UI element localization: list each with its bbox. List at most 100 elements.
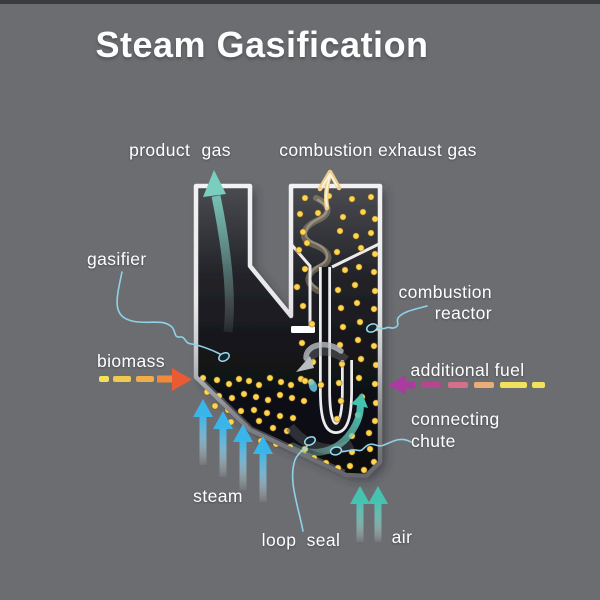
particle-dot xyxy=(355,374,363,382)
pointer-ellipse-connecting-chute xyxy=(329,446,343,456)
particle-dot xyxy=(371,417,379,425)
funnel-right-wall xyxy=(331,242,380,269)
label-biomass: biomass xyxy=(97,351,165,371)
particle-dot xyxy=(370,268,378,276)
particle-dot xyxy=(338,360,346,368)
particle-dot xyxy=(276,412,284,420)
label-loop-seal: loop seal xyxy=(261,530,341,550)
particle-dot xyxy=(245,377,253,385)
particle-dot xyxy=(211,402,219,410)
particle-dot xyxy=(264,396,272,404)
particle-dot xyxy=(341,266,349,274)
label-connecting-chute: connecting chute xyxy=(411,409,500,452)
particle-dot xyxy=(255,417,263,425)
particle-dot xyxy=(237,407,245,415)
particle-dot xyxy=(269,424,277,432)
particle-dot xyxy=(360,466,368,474)
particle-dot xyxy=(370,342,378,350)
particle-dot xyxy=(255,381,263,389)
label-combustion-reactor: combustion reactor xyxy=(390,282,492,323)
particle-dot xyxy=(299,228,307,236)
label-combustion-reactor-line2: reactor xyxy=(434,302,492,323)
particle-dot xyxy=(359,208,367,216)
steam-arrows-icon xyxy=(193,399,273,502)
particle-dot xyxy=(228,394,236,402)
label-additional-fuel: additional fuel xyxy=(410,360,525,380)
particle-dot xyxy=(371,250,379,258)
particle-dot xyxy=(336,227,344,235)
particle-dot xyxy=(348,195,356,203)
particle-dot xyxy=(240,390,248,398)
exhaust-gas-arrow-icon xyxy=(317,169,342,211)
particle-dot xyxy=(225,380,233,388)
particle-dot xyxy=(293,283,301,291)
pointer-ellipse-gasifier xyxy=(218,352,230,362)
additional-fuel-flow-arrow xyxy=(388,375,545,395)
particle-dot xyxy=(235,375,243,383)
funnel-and-loop-seal xyxy=(289,242,380,435)
leader-lines xyxy=(116,271,428,532)
particle-dot xyxy=(301,194,309,202)
tube-opening-bar xyxy=(291,326,315,333)
particles-reactor xyxy=(293,192,380,474)
particle-dot xyxy=(339,323,347,331)
particle-dot xyxy=(334,286,342,294)
particle-dot xyxy=(357,244,365,252)
particle-dot xyxy=(371,380,379,388)
particle-dot xyxy=(337,397,345,405)
particle-dot xyxy=(346,462,354,470)
pointer-ellipse-loop-seal xyxy=(304,436,316,446)
leader-line-loop-seal xyxy=(291,445,308,532)
biomass-flow-arrow xyxy=(99,368,192,391)
pointer-ellipse-combustion-reactor xyxy=(365,323,379,333)
label-combustion-exhaust-gas: combustion exhaust gas xyxy=(279,140,477,160)
particle-dot xyxy=(263,409,271,417)
air-arrows-icon xyxy=(350,486,388,542)
solids-return-arrow xyxy=(296,341,349,372)
label-steam: steam xyxy=(193,486,243,506)
particle-dot xyxy=(296,210,304,218)
particle-dot xyxy=(339,213,347,221)
particle-dot xyxy=(370,305,378,313)
leader-line-combustion-reactor xyxy=(375,305,428,330)
particle-dot xyxy=(303,239,311,247)
leader-line-gasifier xyxy=(116,271,221,355)
label-connecting-chute-line2: chute xyxy=(411,430,456,451)
particle-dot xyxy=(356,318,364,326)
particle-dot xyxy=(371,215,379,223)
particle-dot xyxy=(276,391,284,399)
particle-dot xyxy=(333,248,341,256)
particle-dot xyxy=(213,376,221,384)
particle-dot xyxy=(367,193,375,201)
particle-dot xyxy=(351,281,359,289)
page-title: Steam Gasification xyxy=(95,24,429,65)
particle-dot xyxy=(288,394,296,402)
vessel-outline xyxy=(193,183,383,479)
top-border xyxy=(0,0,600,4)
leader-line-connecting-chute xyxy=(339,438,412,453)
particle-dot xyxy=(301,265,309,273)
particle-dot xyxy=(357,355,365,363)
particle-dot xyxy=(355,263,363,271)
particle-dot xyxy=(365,429,373,437)
particle-dot xyxy=(298,339,306,347)
particle-dot xyxy=(335,379,343,387)
particle-dot xyxy=(367,229,375,237)
particle-dot xyxy=(354,336,362,344)
particle-dot xyxy=(353,299,361,307)
particle-dot xyxy=(337,304,345,312)
particle-dot xyxy=(308,320,316,328)
particle-dot xyxy=(333,415,341,423)
label-air: air xyxy=(391,527,413,547)
loop-seal-flow-blob xyxy=(308,380,318,392)
particle-dot xyxy=(371,287,379,295)
particle-dot xyxy=(295,246,303,254)
solids-circulation-arrow xyxy=(286,393,368,456)
particle-dot xyxy=(301,377,309,385)
label-connecting-chute-line1: connecting xyxy=(411,409,500,429)
particle-dot xyxy=(299,302,307,310)
label-product-gas: product gas xyxy=(129,140,231,160)
particle-dot xyxy=(250,406,258,414)
